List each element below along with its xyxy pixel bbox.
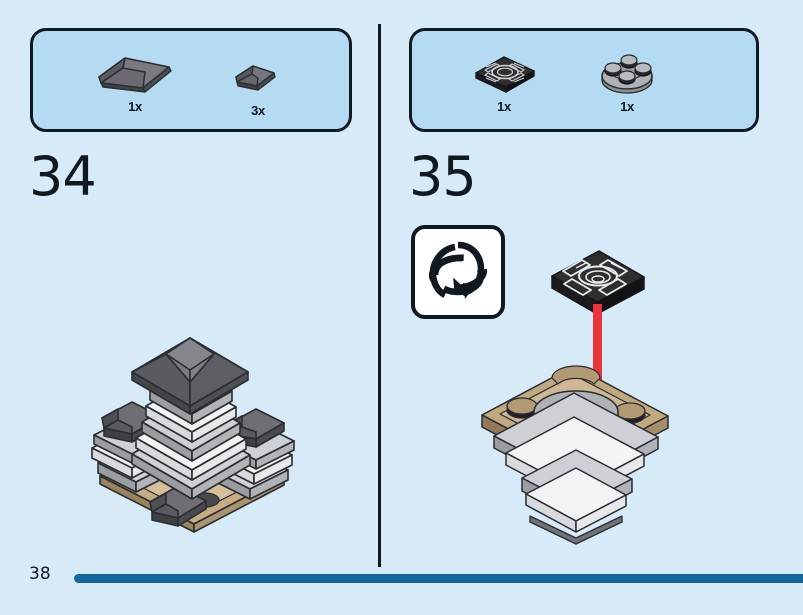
part-slot-slope-large: 1x: [85, 45, 185, 114]
model-illustration-step-34: [70, 278, 315, 533]
part-slot-slope-small: 3x: [208, 49, 308, 118]
slope-brick-small-dark-gray-icon: [208, 49, 308, 101]
model-illustration-step-35: [468, 232, 683, 545]
parts-box-step-35: 1x 1x: [409, 28, 759, 132]
turntable-top-tile-2x2-black-icon: [454, 45, 554, 97]
page-number: 38: [29, 564, 51, 584]
turntable-base-plate-2x2-round-icon: [577, 45, 677, 97]
step-number-34: 34: [29, 145, 97, 208]
part-quantity-label: 1x: [620, 99, 634, 114]
slope-brick-large-dark-gray-icon: [85, 45, 185, 97]
rotate-model-icon: [411, 225, 505, 319]
part-slot-turntable-base: 1x: [577, 45, 677, 114]
part-slot-turntable-top: 1x: [454, 45, 554, 114]
part-quantity-label: 1x: [128, 99, 142, 114]
step-number-35: 35: [409, 145, 477, 208]
part-quantity-label: 3x: [251, 103, 265, 118]
footer-bar: [74, 574, 803, 583]
panel-divider: [378, 24, 381, 567]
part-quantity-label: 1x: [497, 99, 511, 114]
parts-box-step-34: 1x 3x: [30, 28, 352, 132]
